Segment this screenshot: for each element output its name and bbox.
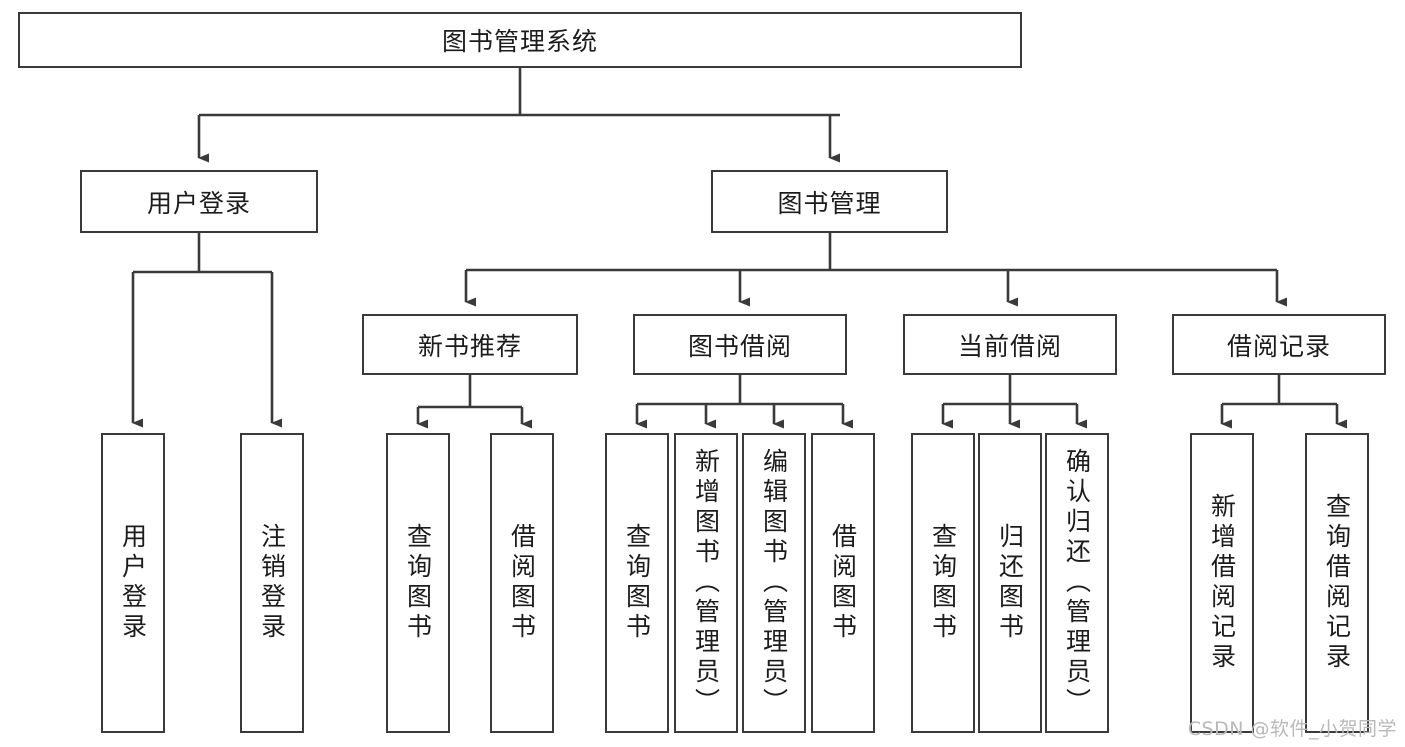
- node-leaf-confirm-return[interactable]: 确认归还（管理员）: [1045, 433, 1109, 733]
- node-leaf-query-book-2[interactable]: 查询图书: [605, 433, 669, 733]
- node-leaf-logout[interactable]: 注销登录: [240, 433, 304, 733]
- node-leaf-edit-book[interactable]: 编辑图书（管理员）: [742, 433, 806, 733]
- node-book-borrow[interactable]: 图书借阅: [633, 314, 847, 375]
- node-root-label: 图书管理系统: [441, 27, 598, 56]
- node-current-borrow[interactable]: 当前借阅: [903, 314, 1117, 375]
- node-leaf-query-book-1[interactable]: 查询图书: [386, 433, 450, 733]
- node-leaf-borrow-book-1[interactable]: 借阅图书: [490, 433, 554, 733]
- node-user-login-label: 用户登录: [146, 188, 251, 218]
- node-borrow-record[interactable]: 借阅记录: [1172, 314, 1386, 375]
- node-leaf-logout-label: 注销登录: [257, 523, 287, 643]
- node-leaf-borrow-book-2[interactable]: 借阅图书: [811, 433, 875, 733]
- node-leaf-add-book-label: 新增图书（管理员）: [691, 448, 721, 718]
- node-leaf-query-book-1-label: 查询图书: [403, 523, 433, 643]
- node-leaf-user-login[interactable]: 用户登录: [101, 433, 165, 733]
- node-current-borrow-label: 当前借阅: [957, 331, 1062, 361]
- node-leaf-borrow-book-1-label: 借阅图书: [507, 523, 537, 643]
- node-borrow-record-label: 借阅记录: [1226, 331, 1331, 361]
- node-user-login[interactable]: 用户登录: [80, 170, 318, 233]
- node-leaf-query-record[interactable]: 查询借阅记录: [1305, 433, 1369, 733]
- node-leaf-borrow-book-2-label: 借阅图书: [828, 523, 858, 643]
- node-leaf-add-record-label: 新增借阅记录: [1207, 493, 1237, 673]
- node-leaf-add-book[interactable]: 新增图书（管理员）: [674, 433, 738, 733]
- node-leaf-confirm-return-label: 确认归还（管理员）: [1062, 448, 1092, 718]
- node-new-book-rec-label: 新书推荐: [417, 331, 522, 361]
- node-root[interactable]: 图书管理系统: [18, 12, 1022, 68]
- node-leaf-query-book-3[interactable]: 查询图书: [911, 433, 975, 733]
- watermark: CSDN @软件_小贺同学: [1187, 718, 1397, 740]
- node-leaf-user-login-label: 用户登录: [118, 523, 148, 643]
- node-leaf-query-record-label: 查询借阅记录: [1322, 493, 1352, 673]
- node-leaf-return-book-label: 归还图书: [995, 523, 1025, 643]
- node-book-manage[interactable]: 图书管理: [711, 170, 948, 233]
- node-leaf-query-book-3-label: 查询图书: [928, 523, 958, 643]
- node-leaf-edit-book-label: 编辑图书（管理员）: [759, 448, 789, 718]
- node-book-manage-label: 图书管理: [777, 188, 882, 218]
- node-book-borrow-label: 图书借阅: [687, 331, 792, 361]
- node-leaf-query-book-2-label: 查询图书: [622, 523, 652, 643]
- node-new-book-rec[interactable]: 新书推荐: [362, 314, 578, 375]
- node-leaf-return-book[interactable]: 归还图书: [978, 433, 1042, 733]
- node-leaf-add-record[interactable]: 新增借阅记录: [1190, 433, 1254, 733]
